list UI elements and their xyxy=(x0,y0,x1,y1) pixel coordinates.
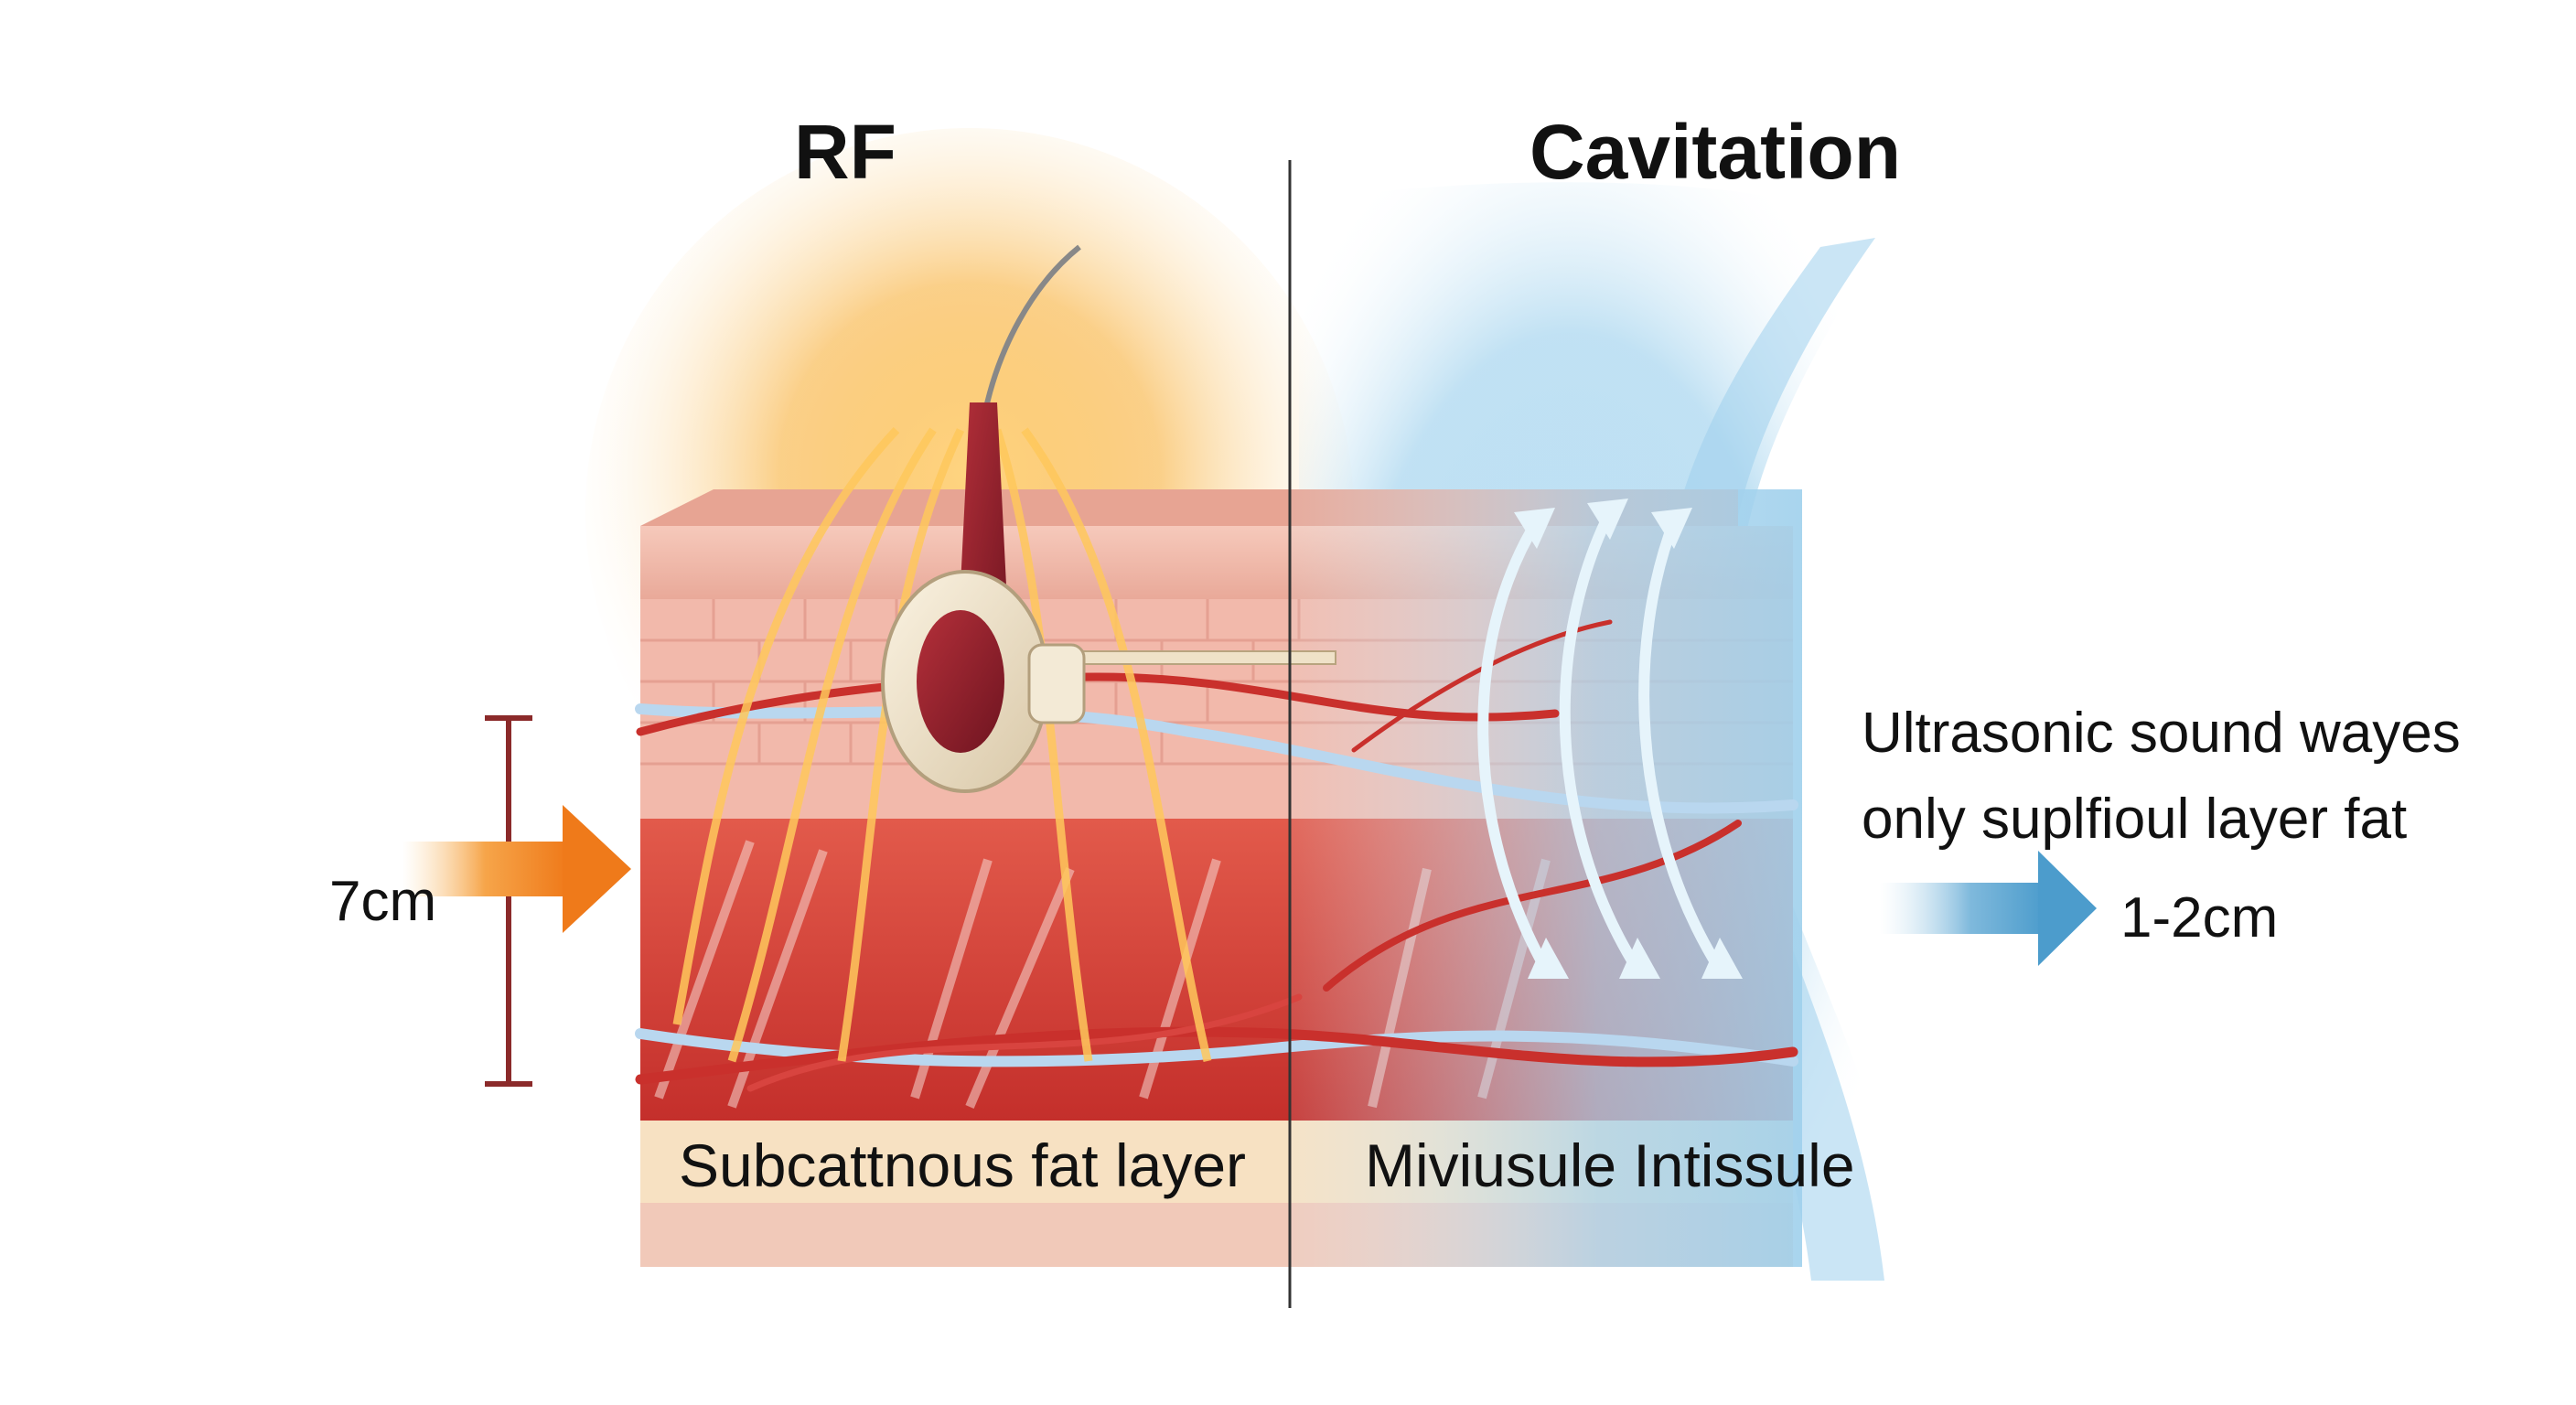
tissue-layer-label: Miviusule Intissule xyxy=(1365,1132,1855,1199)
blood-vessels xyxy=(635,619,1798,1092)
ultrasound-wave-arrows-icon xyxy=(1477,499,1743,979)
rf-heat-field-lines xyxy=(672,426,1212,1063)
cavitation-overlay xyxy=(1290,489,1802,1267)
cavitation-depth-arrow xyxy=(1880,851,2097,966)
rf-title: RF xyxy=(794,109,896,195)
ultrasonic-annotation: Ultrasonic sound wayes only suplfioul la… xyxy=(1862,691,2461,863)
rf-depth-label: 7cm xyxy=(329,870,437,933)
depth-bracket xyxy=(485,715,532,1087)
annotation-line-2: only suplfioul layer fat xyxy=(1862,788,2408,851)
cavitation-depth-label: 1-2cm xyxy=(2120,886,2279,949)
fat-layer-label: Subcattnous fat layer xyxy=(679,1132,1247,1199)
cavitation-title: Cavitation xyxy=(1530,109,1902,195)
rf-depth-arrow xyxy=(402,805,631,933)
rf-probe-icon xyxy=(881,244,1336,793)
annotation-line-1: Ultrasonic sound wayes xyxy=(1862,702,2461,765)
